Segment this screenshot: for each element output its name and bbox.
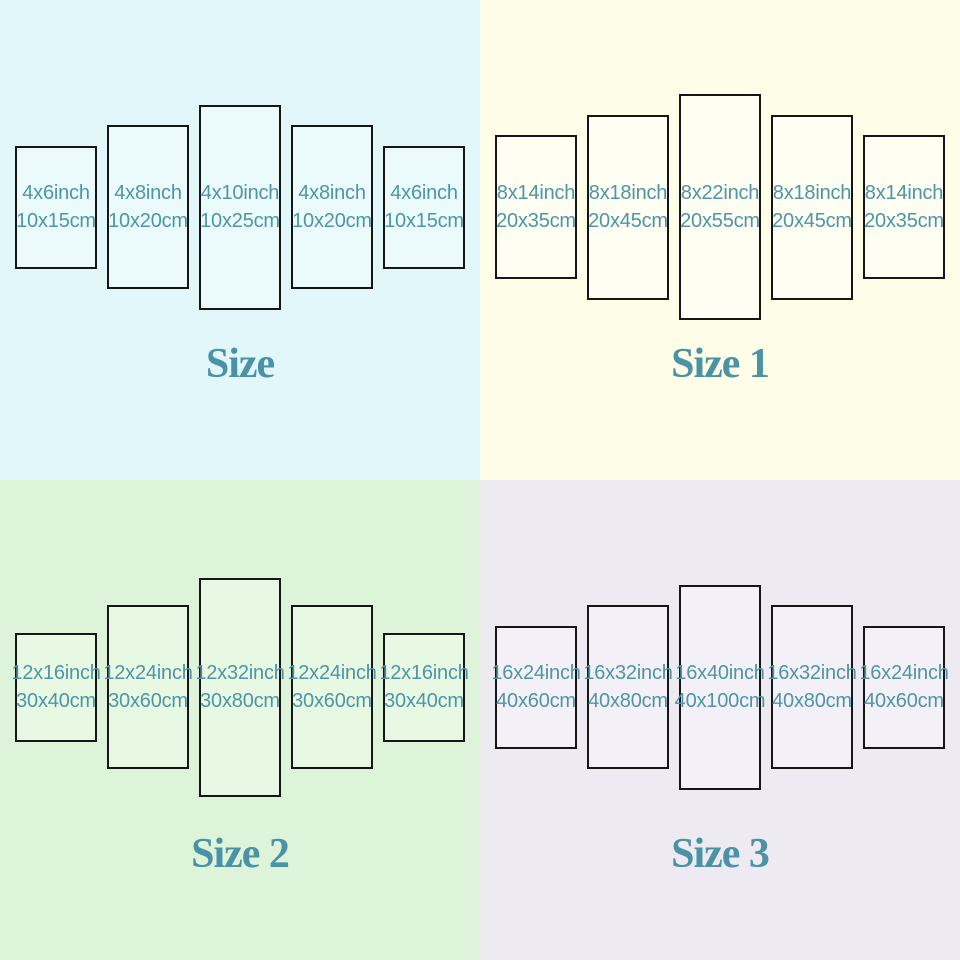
panel-size-inch: 16x40inch xyxy=(675,662,765,684)
panel-size-cm: 40x60cm xyxy=(496,690,576,712)
canvas-panel: 16x40inch 40x100cm xyxy=(675,584,766,790)
panel-size-inch: 8x14inch xyxy=(864,182,944,204)
canvas-panel: 16x24inch 40x60cm xyxy=(491,625,581,749)
panel-size-cm: 30x60cm xyxy=(292,690,372,712)
panel-size-inch: 4x10inch xyxy=(200,182,280,204)
panel-size-label: 4x8inch 10x20cm xyxy=(108,179,188,235)
panel-size-inch: 8x22inch xyxy=(680,182,760,204)
quadrant-title: Size 3 xyxy=(671,831,770,877)
panel-size-label: 12x24inch 30x60cm xyxy=(287,659,377,715)
panel-row: 4x6inch 10x15cm 4x8inch 10x20cm 4x10inch 10x2… xyxy=(0,0,480,414)
panel-size-label: 8x22inch 20x55cm xyxy=(680,179,760,235)
panel-size-inch: 4x6inch xyxy=(22,182,90,204)
quadrant-title: Size xyxy=(205,341,275,387)
canvas-panel: 8x18inch 20x45cm xyxy=(771,114,853,300)
canvas-panel: 8x14inch 20x35cm xyxy=(863,135,945,279)
canvas-panel: 4x6inch 10x15cm xyxy=(383,145,465,269)
panel-size-cm: 30x80cm xyxy=(200,690,280,712)
canvas-panel: 16x24inch 40x60cm xyxy=(859,625,949,749)
panel-size-label: 16x24inch 40x60cm xyxy=(491,659,581,715)
panel-size-label: 16x40inch 40x100cm xyxy=(675,659,766,715)
quadrant-size-1: 8x14inch 20x35cm 8x18inch 20x45cm 8x22inch 20… xyxy=(480,0,960,480)
panel-size-label: 4x6inch 10x15cm xyxy=(16,179,96,235)
panel-size-label: 8x18inch 20x45cm xyxy=(588,179,668,235)
panel-size-cm: 20x35cm xyxy=(496,210,576,232)
quadrant-title: Size 2 xyxy=(191,831,290,877)
panel-size-label: 8x18inch 20x45cm xyxy=(772,179,852,235)
panel-size-label: 16x24inch 40x60cm xyxy=(859,659,949,715)
panel-size-cm: 20x45cm xyxy=(588,210,668,232)
quadrant-title: Size 1 xyxy=(671,341,770,387)
panel-row: 8x14inch 20x35cm 8x18inch 20x45cm 8x22inch 20… xyxy=(480,0,960,414)
canvas-panel: 4x10inch 10x25cm xyxy=(199,104,281,310)
panel-size-label: 8x14inch 20x35cm xyxy=(864,179,944,235)
panel-size-label: 4x8inch 10x20cm xyxy=(292,179,372,235)
panel-size-inch: 16x24inch xyxy=(859,662,949,684)
panel-size-inch: 8x14inch xyxy=(496,182,576,204)
panel-size-cm: 10x20cm xyxy=(108,210,188,232)
canvas-panel: 12x24inch 30x60cm xyxy=(103,605,193,769)
panel-size-label: 4x10inch 10x25cm xyxy=(200,179,280,235)
panel-size-label: 4x6inch 10x15cm xyxy=(384,179,464,235)
panel-size-inch: 12x16inch xyxy=(379,662,469,684)
canvas-panel: 12x24inch 30x60cm xyxy=(287,605,377,769)
canvas-panel: 12x16inch 30x40cm xyxy=(379,632,469,742)
panel-size-cm: 10x15cm xyxy=(384,210,464,232)
canvas-panel: 16x32inch 40x80cm xyxy=(767,605,857,769)
panel-size-cm: 10x25cm xyxy=(200,210,280,232)
panel-size-label: 16x32inch 40x80cm xyxy=(583,659,673,715)
panel-size-inch: 4x8inch xyxy=(114,182,182,204)
panel-size-cm: 40x100cm xyxy=(674,690,766,712)
panel-size-cm: 30x40cm xyxy=(384,690,464,712)
panel-size-label: 12x24inch 30x60cm xyxy=(103,659,193,715)
quadrant-size: 4x6inch 10x15cm 4x8inch 10x20cm 4x10inch 10x2… xyxy=(0,0,480,480)
panel-size-label: 12x32inch 30x80cm xyxy=(195,659,285,715)
panel-size-inch: 16x32inch xyxy=(767,662,857,684)
panel-size-cm: 20x35cm xyxy=(864,210,944,232)
quadrant-size-2: 12x16inch 30x40cm 12x24inch 30x60cm 12x32inc… xyxy=(0,480,480,960)
canvas-panel: 8x14inch 20x35cm xyxy=(495,135,577,279)
canvas-panel: 4x6inch 10x15cm xyxy=(15,145,97,269)
panel-size-cm: 40x80cm xyxy=(772,690,852,712)
panel-size-inch: 4x6inch xyxy=(390,182,458,204)
panel-size-inch: 16x24inch xyxy=(491,662,581,684)
canvas-panel: 4x8inch 10x20cm xyxy=(291,125,373,289)
panel-row: 16x24inch 40x60cm 16x32inch 40x80cm 16x40inc… xyxy=(480,480,960,894)
panel-size-label: 8x14inch 20x35cm xyxy=(496,179,576,235)
panel-size-label: 12x16inch 30x40cm xyxy=(379,659,469,715)
canvas-panel: 16x32inch 40x80cm xyxy=(583,605,673,769)
canvas-panel: 8x22inch 20x55cm xyxy=(679,94,761,320)
panel-size-label: 16x32inch 40x80cm xyxy=(767,659,857,715)
panel-size-inch: 8x18inch xyxy=(588,182,668,204)
panel-size-inch: 12x24inch xyxy=(287,662,377,684)
panel-size-inch: 4x8inch xyxy=(298,182,366,204)
panel-size-inch: 16x32inch xyxy=(583,662,673,684)
canvas-panel: 4x8inch 10x20cm xyxy=(107,125,189,289)
panel-size-inch: 12x16inch xyxy=(11,662,101,684)
panel-size-inch: 12x24inch xyxy=(103,662,193,684)
panel-size-cm: 10x15cm xyxy=(16,210,96,232)
panel-row: 12x16inch 30x40cm 12x24inch 30x60cm 12x32inc… xyxy=(0,480,480,894)
quadrant-size-3: 16x24inch 40x60cm 16x32inch 40x80cm 16x40inc… xyxy=(480,480,960,960)
panel-size-cm: 30x40cm xyxy=(16,690,96,712)
panel-size-cm: 30x60cm xyxy=(108,690,188,712)
panel-size-cm: 20x45cm xyxy=(772,210,852,232)
panel-size-label: 12x16inch 30x40cm xyxy=(11,659,101,715)
panel-size-cm: 40x60cm xyxy=(864,690,944,712)
canvas-panel: 8x18inch 20x45cm xyxy=(587,114,669,300)
panel-size-cm: 20x55cm xyxy=(680,210,760,232)
panel-size-inch: 8x18inch xyxy=(772,182,852,204)
panel-size-cm: 10x20cm xyxy=(292,210,372,232)
canvas-panel: 12x16inch 30x40cm xyxy=(11,632,101,742)
canvas-panel: 12x32inch 30x80cm xyxy=(195,577,285,797)
panel-size-cm: 40x80cm xyxy=(588,690,668,712)
panel-size-inch: 12x32inch xyxy=(195,662,285,684)
